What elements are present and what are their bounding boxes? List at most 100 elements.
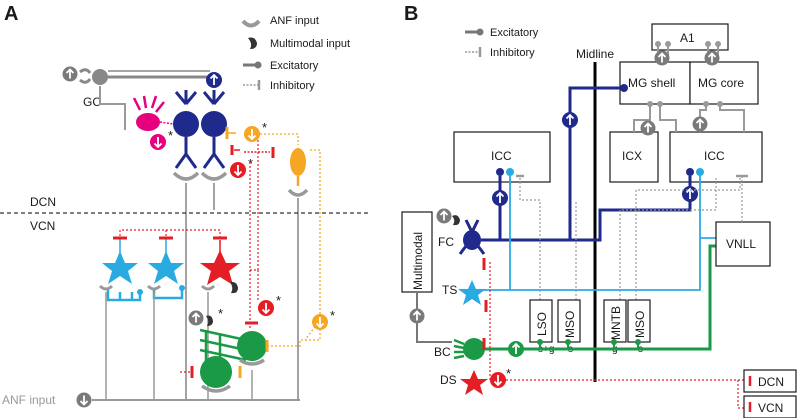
ts-to-vnll (510, 237, 720, 291)
legend-anf-input: ANF input (270, 15, 319, 27)
dcn-label: DCN (30, 195, 56, 209)
mg-a1-dot-4 (715, 41, 721, 47)
gc-anf-synapse-icon (79, 68, 92, 84)
bc-to-vnll (485, 244, 720, 351)
a1-box (651, 23, 729, 51)
mg-a1-dot-3 (705, 41, 711, 47)
midline-label: Midline (576, 47, 614, 61)
t-stellate-2 (148, 251, 184, 284)
cartwheel-cell: * (132, 95, 184, 150)
bushy-lower-anf-synapse (200, 384, 232, 393)
ts-connect-3 (152, 290, 184, 300)
dcn-box-label: DCN (758, 375, 784, 389)
ts-label: TS (442, 283, 457, 297)
vnll-box (715, 221, 771, 267)
fusiform-up-arrow-icon (209, 73, 219, 85)
fusiform-2-soma (201, 111, 227, 137)
fusiform-1-anf-synapse (172, 171, 200, 181)
asterisk-ds: * (276, 293, 281, 308)
bushy-orange-dotted (267, 330, 321, 347)
ts-star (458, 280, 486, 305)
ds-anf-synapse (200, 284, 216, 291)
dcn-box (743, 369, 797, 393)
multimodal-input-icon (452, 215, 460, 226)
orange-vcn-down-arrow-icon (315, 317, 325, 329)
fusiform-1-dendrites (174, 90, 198, 105)
ts-connect-1 (106, 290, 142, 302)
d-stellate-star (200, 250, 240, 285)
panel-a: A ANF input Multimodal input Excitatory … (0, 3, 370, 409)
ts-red-dotted-top-2 (166, 229, 221, 245)
tv-down-arrow-icon (233, 165, 243, 177)
ic-mg-dot-4 (717, 101, 723, 107)
gc-axon (99, 86, 126, 130)
bc-mntb-dot (611, 339, 617, 345)
mg-a1-dot-1 (655, 41, 661, 47)
fusiform-1-basal (174, 137, 198, 169)
vcn-box (743, 395, 797, 418)
bushy-cells: * (180, 306, 321, 393)
ts-red-dotted-top (119, 229, 167, 240)
panel-b: B Excitatory Inhibitory Midline A1 MG sh… (401, 3, 797, 418)
multimodal-lower-arrow-icon (408, 307, 426, 325)
b-legend-excitatory: Excitatory (490, 27, 539, 39)
mg-a1-dot-2 (665, 41, 671, 47)
anf-input-legend-icon (241, 19, 261, 28)
cartwheel-soma (136, 113, 160, 131)
orange-down-arrow-icon (247, 129, 257, 141)
ds-label: DS (440, 373, 457, 387)
gc-up-arrow-icon (61, 65, 79, 83)
ts-icc-left-dot (506, 168, 514, 176)
anf-input-label: ANF input (2, 393, 56, 407)
legend-excitatory: Excitatory (270, 60, 319, 72)
mntb-label: MNTB (609, 306, 623, 340)
fc-icc-up-arrow-icon (495, 191, 505, 203)
excitatory-legend-dot (254, 61, 262, 69)
ts2-anf-synapse (146, 284, 162, 291)
bc-cell: BC (434, 242, 726, 360)
fc-soma (463, 230, 481, 250)
cartwheel-down-arrow-icon (153, 137, 163, 149)
multimodal-label: Multimodal (411, 232, 425, 290)
bushy-cell-upper (237, 331, 267, 361)
bushy-up-arrow-icon (187, 309, 205, 327)
bc-up-arrow-icon (511, 342, 521, 354)
panel-a-letter: A (4, 3, 18, 25)
bc-soma (463, 338, 485, 360)
fusiform-cells (172, 72, 228, 400)
ic-to-mg-lines (633, 104, 745, 132)
fusiform-2-basal (202, 137, 226, 169)
granule-cell: GC (61, 65, 210, 130)
tuberculoventral-cell: * (230, 140, 275, 330)
panel-b-legend: Excitatory Inhibitory (465, 27, 539, 59)
ts-dot-1 (137, 289, 143, 295)
ds-multimodal-input-icon (230, 281, 238, 294)
ic-mg-dot-3 (703, 101, 709, 107)
t-stellate-1 (102, 251, 138, 284)
vcn-box-label: VCN (758, 401, 783, 415)
ts-cell: TS (442, 168, 726, 312)
orange-cell-soma (290, 148, 306, 176)
legend-multimodal-input: Multimodal input (270, 38, 350, 50)
mg-core-up-arrow-icon (703, 49, 721, 67)
vnll-label: VNLL (726, 237, 756, 251)
b-excitatory-legend-dot (476, 28, 484, 36)
fc-up-arrow-icon (565, 113, 575, 125)
mso-left-label: MSO (563, 311, 577, 338)
asterisk-b-ds: * (506, 366, 511, 381)
lso-label: LSO (535, 312, 549, 336)
bushy-upper-anf-synapse (239, 358, 265, 366)
bc-dendrites (453, 338, 465, 360)
mg-shell-up-arrow-icon (653, 49, 671, 67)
bc-mso-dot (565, 339, 571, 345)
mg-shell-label: MG shell (628, 76, 675, 90)
fc-icc-right-dot (686, 168, 694, 176)
gc-soma (92, 69, 108, 85)
ds-down-arrow-icon (261, 303, 271, 315)
anf-input-row: ANF input (2, 370, 300, 409)
fc-label: FC (438, 235, 454, 249)
fusiform-2-dendrites (202, 90, 226, 105)
ts-icc-right-dot (696, 168, 704, 176)
multimodal-up-arrow-icon (435, 207, 453, 225)
